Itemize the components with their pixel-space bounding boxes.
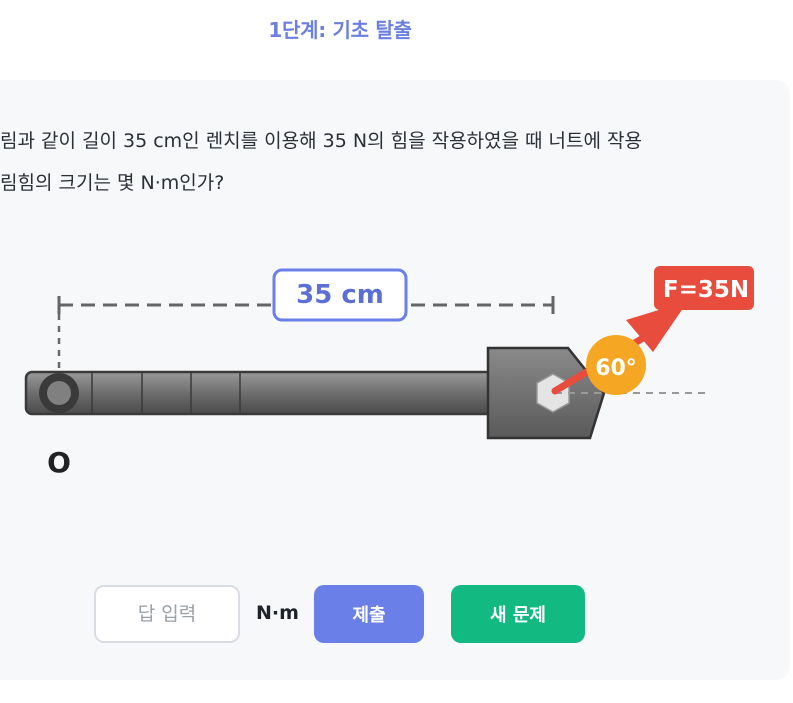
answer-input[interactable] (94, 585, 240, 643)
force-label-text: F=35N (663, 277, 749, 303)
question-text: 림과 같이 길이 35 cm인 렌치를 이용해 35 N의 힘을 작용하였을 때… (0, 120, 793, 204)
angle-badge: 60° (586, 335, 646, 395)
question-line-1: 림과 같이 길이 35 cm인 렌치를 이용해 35 N의 힘을 작용하였을 때… (0, 130, 642, 152)
new-problem-button[interactable]: 새 문제 (451, 585, 585, 643)
unit-label: N·m (256, 602, 299, 624)
length-label-text: 35 cm (296, 280, 384, 310)
page-title: 1단계: 기초 탈출 (268, 18, 412, 42)
angle-label: 60° (595, 356, 637, 381)
pivot-point (39, 373, 79, 413)
answer-row: N·m 제출 새 문제 (0, 585, 793, 645)
force-label: F=35N (654, 266, 754, 310)
length-label: 35 cm (272, 268, 408, 322)
pivot-label: O (47, 446, 71, 479)
wrench-handle (24, 370, 494, 416)
submit-button[interactable]: 제출 (314, 585, 424, 643)
question-line-2: 림힘의 크기는 몇 N·m인가? (0, 172, 225, 194)
